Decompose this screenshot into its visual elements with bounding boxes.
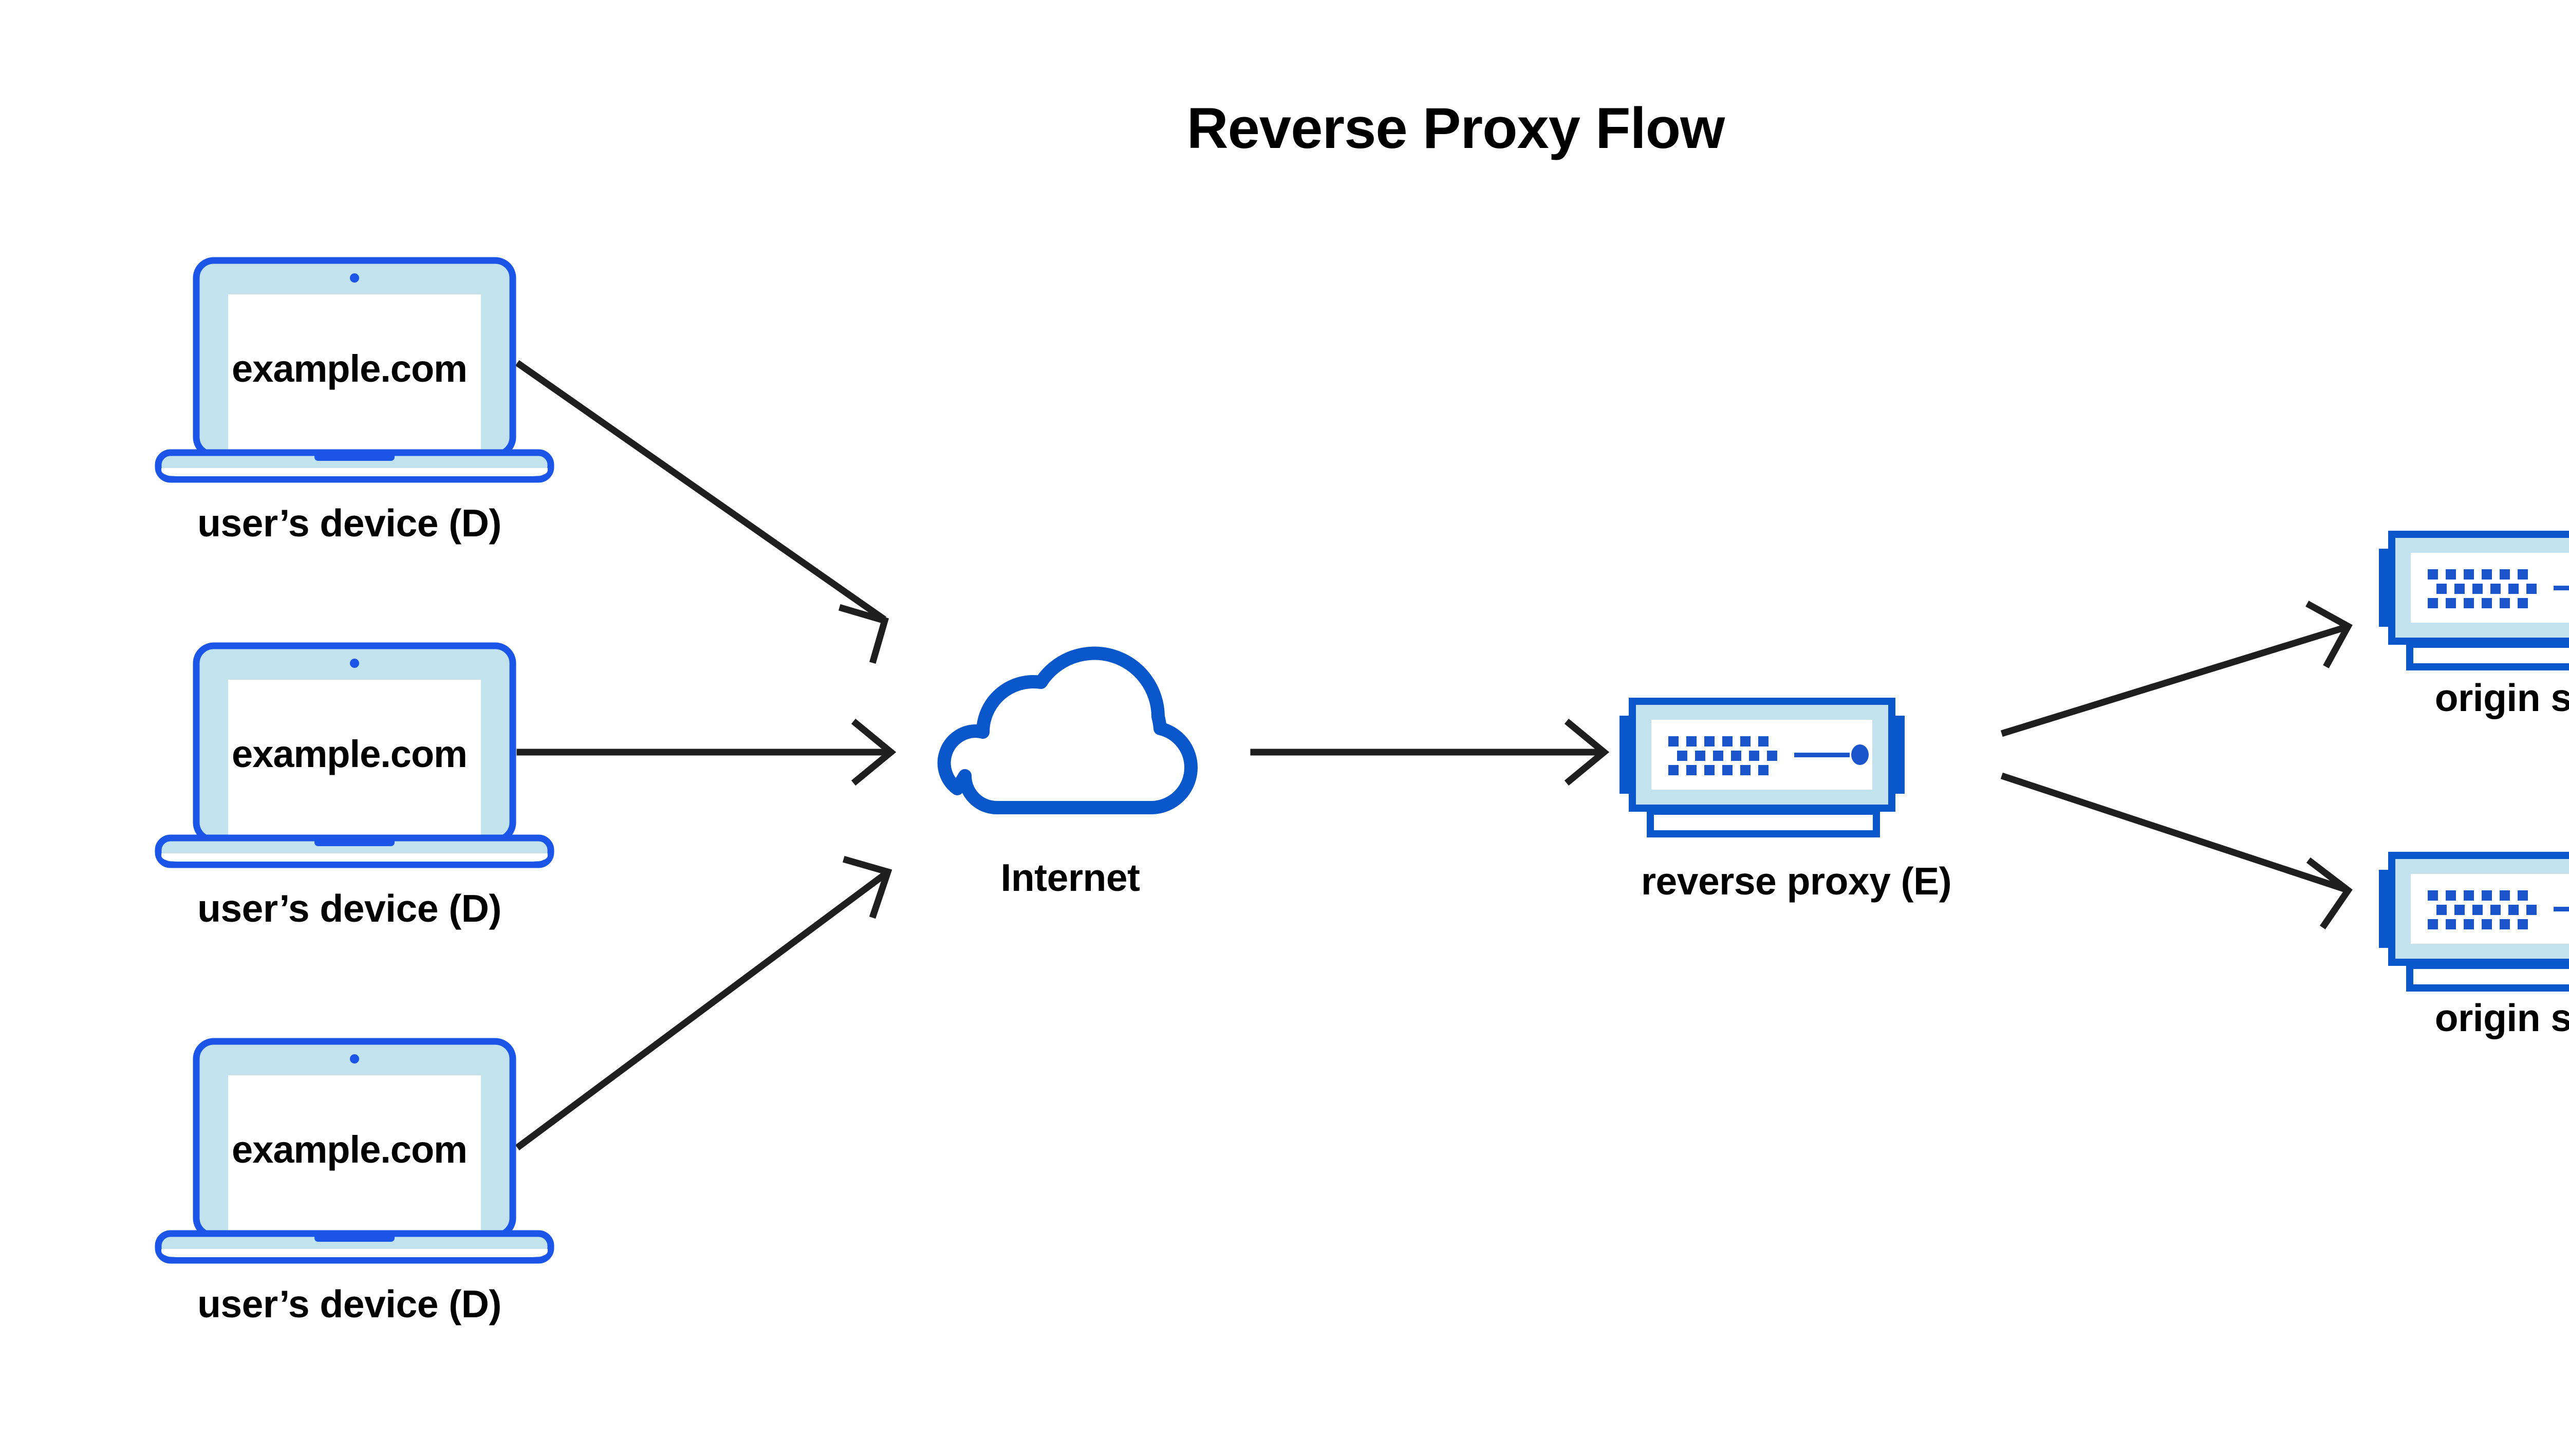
reverse-proxy-label: reverse proxy (E) xyxy=(1641,860,1952,903)
edge-internet-to-proxy xyxy=(1250,718,1610,786)
device-3-label: user’s device (D) xyxy=(197,1282,501,1326)
device-1-screen-text: example.com xyxy=(232,347,468,390)
reverse-proxy-graphic[interactable] xyxy=(1619,701,1905,834)
origin-1-label: origin server (F) xyxy=(2434,676,2569,719)
edge-layer xyxy=(515,360,2353,1151)
page-title: Reverse Proxy Flow xyxy=(1186,96,1725,160)
origin-1-graphic[interactable] xyxy=(2379,534,2569,667)
edge-device1-to-internet xyxy=(515,360,889,664)
internet-cloud-graphic[interactable] xyxy=(944,654,1191,808)
device-2-screen-text: example.com xyxy=(232,733,468,775)
internet-label: Internet xyxy=(1000,856,1140,899)
origin-2-label: origin server (F) xyxy=(2434,996,2569,1039)
edge-proxy-to-origin1 xyxy=(2000,601,2353,737)
edge-device2-to-internet xyxy=(516,718,897,786)
edge-device3-to-internet xyxy=(515,855,892,1151)
origin-2-graphic[interactable] xyxy=(2379,855,2569,988)
device-2-label: user’s device (D) xyxy=(197,887,501,930)
device-1-label: user’s device (D) xyxy=(197,501,501,545)
device-3-screen-text: example.com xyxy=(232,1128,468,1171)
edge-proxy-to-origin2 xyxy=(2000,772,2353,930)
